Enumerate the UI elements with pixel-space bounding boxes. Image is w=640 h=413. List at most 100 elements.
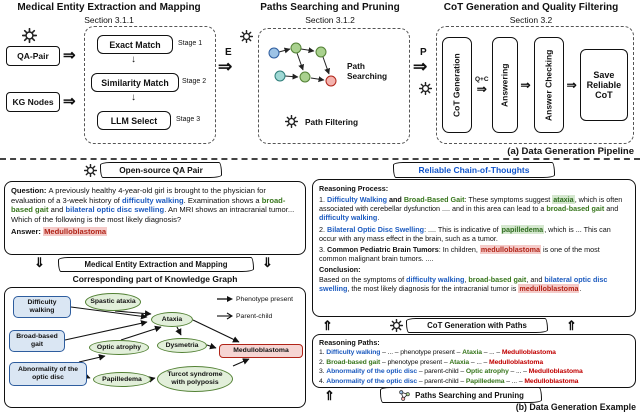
qc-label: Q+C — [475, 75, 489, 83]
reasoning-path-2: 2. Broad-based gait – phenotype present … — [319, 358, 629, 368]
reasoning-process-box: Reasoning Process: 1. Difficulty Walking… — [312, 179, 636, 317]
text-segment: . An MRI shows an intracranial tumor... … — [11, 205, 295, 224]
text-segment: 3. — [319, 244, 327, 254]
text-segment: , which is often associated with cerebel… — [319, 195, 623, 214]
llm-gear-icon — [83, 163, 98, 182]
text-segment: and — [48, 205, 66, 215]
conclusion-header: Conclusion: — [319, 265, 361, 275]
text-segment: 1. — [319, 349, 327, 357]
legend-parent-child: Parent-child — [217, 312, 272, 320]
entity-medulloblastoma: Medulloblastoma — [524, 377, 579, 385]
answering-box: Answering — [491, 37, 518, 133]
panel1-title: Medical Entity Extraction and Mapping — [17, 2, 201, 13]
entity-pediatric-brain-tumors: Common Pediatric Brain Tumors — [327, 244, 439, 254]
text-segment: , and — [526, 275, 545, 285]
entity-ataxia: ataxia — [552, 195, 575, 205]
stage1-label: Stage 1 — [178, 40, 203, 47]
edge-label-p: P — [420, 47, 427, 58]
legend-phenotype-present: Phenotype present — [217, 295, 293, 303]
entity-optic-disc-swelling: bilateral optic disc swelling — [65, 205, 165, 215]
text-segment: , the most likely diagnosis for the intr… — [347, 284, 519, 294]
kg-node-turcot: Turcot syndrome with polyposis — [157, 366, 233, 392]
legend-label: Parent-child — [236, 312, 273, 320]
open-arrow-icon — [217, 312, 233, 320]
solid-arrow-icon — [217, 296, 233, 302]
arrow-right-icon: ⇒ — [476, 81, 487, 96]
kg-node-abnormality-optic-disc: Abnormality of the optic disc — [9, 362, 87, 386]
reasoning-path-4: 4. Abnormality of the optic disc – paren… — [319, 377, 629, 387]
entity-difficulty-walking: Difficulty Walking — [327, 195, 388, 205]
reasoning-item-2: 2. Bilateral Optic Disc Swelling: .... T… — [319, 224, 629, 243]
reasoning-paths-header: Reasoning Paths: — [319, 338, 380, 347]
text-segment: . — [579, 284, 582, 294]
text-segment: – ... – — [469, 358, 490, 366]
entity-broad-based-gait: broad-based gait — [546, 204, 605, 214]
llm-select-box: LLM Select — [97, 111, 171, 130]
arrow-down-icon: ↓ — [131, 92, 136, 103]
entity-ataxia: Ataxia — [449, 358, 470, 366]
arrow-down-icon: ⇓ — [34, 255, 45, 270]
arrow-right-icon: ⇒ — [63, 47, 76, 64]
reasoning-item-3: 3. Common Pediatric Brain Tumors: In chi… — [319, 244, 629, 263]
answer-label: Answer: — [11, 226, 44, 236]
arrow-up-icon: ⇑ — [322, 318, 333, 333]
kg-node-papilledema: Papilledema — [93, 372, 151, 387]
entity-difficulty-walking: difficulty walking — [122, 195, 184, 205]
legend-label: Phenotype present — [236, 295, 294, 303]
qa-answer: Answer: Medulloblastoma — [11, 226, 299, 237]
text-segment: 3. — [319, 368, 327, 376]
qa-pair-box: QA-Pair — [6, 46, 60, 66]
path-searching-label: Path Searching — [347, 61, 388, 81]
kg-node-optic-atrophy: Optic atrophy — [89, 340, 149, 355]
section-divider — [0, 158, 640, 160]
cot-quality-panel: CoT Generation Q+C ⇒ Answering ⇒ Answer … — [436, 26, 634, 144]
paths-pruning-step-label: Paths Searching and Pruning — [380, 387, 542, 403]
text-segment: 1. — [319, 195, 327, 205]
question-label: Question: — [11, 186, 49, 195]
reasoning-path-3: 3. Abnormality of the optic disc – paren… — [319, 367, 629, 377]
similarity-match-box: Similarity Match — [91, 73, 179, 92]
entity-medulloblastoma: medulloblastoma — [518, 284, 580, 294]
entity-broad-based-gait: broad-based gait — [468, 275, 527, 285]
text-segment: – parent-child – — [417, 377, 466, 385]
entity-difficulty-walking: Difficulty walking — [326, 349, 381, 357]
text-segment: : These symptoms suggest — [464, 195, 553, 205]
llm-gear-icon — [418, 81, 433, 100]
arrow-right-icon: ⇒ — [566, 78, 577, 92]
kg-caption: Corresponding part of Knowledge Graph — [72, 274, 238, 284]
entity-medulloblastoma: Medulloblastoma — [501, 349, 556, 357]
kg-node-dysmetria: Dysmetria — [157, 338, 207, 353]
knowledge-graph-icon — [399, 389, 410, 401]
text-segment: – ... – phenotype present – — [380, 349, 463, 357]
text-segment: 2. — [319, 358, 327, 366]
arrow-down-icon: ⇓ — [262, 255, 273, 270]
entity-papilledema: papilledema — [500, 224, 545, 234]
kg-node-difficulty-walking: Difficulty walking — [13, 296, 71, 318]
reasoning-path-1: 1. Difficulty walking – ... – phenotype … — [319, 348, 629, 358]
caption-a: (a) Data Generation Pipeline — [507, 146, 634, 157]
kg-node-ataxia: Ataxia — [151, 312, 193, 327]
text-segment: – parent-child – — [417, 368, 466, 376]
knowledge-graph-box: Difficulty walking Spastic ataxia Ataxia… — [4, 287, 306, 408]
entity-broad-based-gait: Broad-Based Gait — [403, 195, 465, 205]
entity-medulloblastoma: Medulloblastoma — [489, 358, 544, 366]
entity-medulloblastoma: medulloblastoma — [479, 244, 541, 254]
entity-difficulty-walking: difficulty walking — [406, 275, 465, 285]
path-filtering-label: Path Filtering — [305, 117, 359, 127]
entity-optic-disc-swelling: bilateral optic disc swelling — [319, 275, 608, 294]
panel2-title: Paths Searching and Pruning — [260, 2, 400, 13]
kg-node-medulloblastoma: Medulloblastoma — [219, 344, 303, 358]
llm-gear-icon — [284, 114, 299, 133]
stage3-label: Stage 3 — [176, 116, 201, 123]
answer-checking-box: Answer Checking — [533, 37, 564, 133]
arrow-down-icon: ↓ — [131, 54, 136, 65]
text-segment: – ... – — [504, 377, 525, 385]
panel3-section: Section 3.2 — [509, 15, 553, 25]
arrow-right-icon: ⇒ — [413, 57, 428, 76]
panel2-section: Section 3.1.2 — [305, 15, 355, 25]
caption-b: (b) Data Generation Example — [515, 402, 636, 412]
entity-medulloblastoma: Medulloblastoma — [528, 368, 583, 376]
text-segment: : .... This is indicative of — [424, 224, 501, 234]
edge-label-e: E — [225, 47, 232, 58]
